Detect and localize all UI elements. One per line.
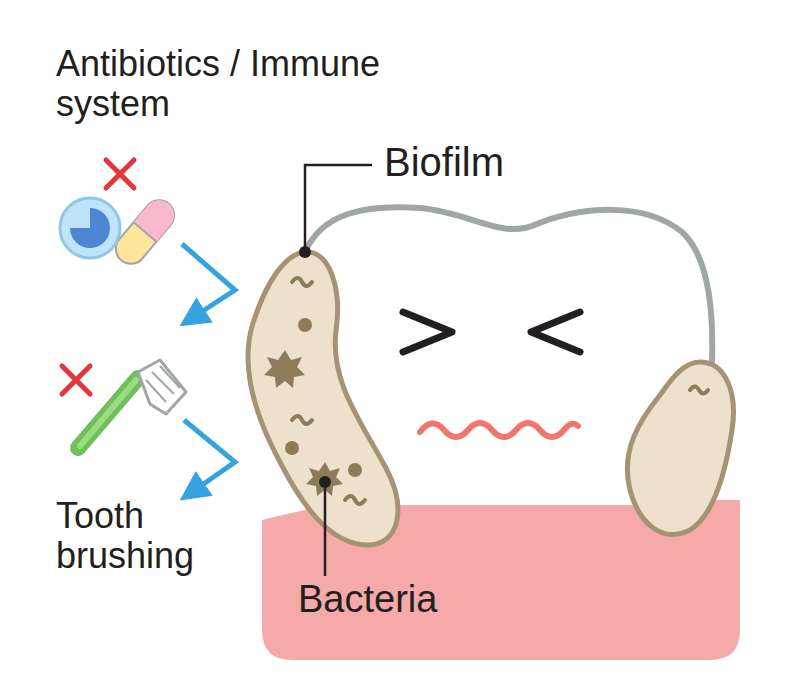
part-label: Bacteria [298,578,518,621]
toothbrush [78,360,186,448]
leader-line [305,165,372,252]
tooth-outline [305,207,712,362]
eye [403,312,452,352]
cross-mark [106,160,134,188]
leader-dot [319,476,331,488]
biofilm [248,252,398,545]
pill [60,198,120,258]
leader-dot [299,246,311,258]
arrow [184,420,235,492]
cross-mark [62,366,90,394]
pill [70,208,110,248]
heading-label: Tooth brushing [56,496,231,577]
arrow [182,244,235,318]
leader-line [324,482,327,576]
part-label: Biofilm [384,140,584,185]
mouth [420,423,578,437]
heading-label: Antibiotics / Immune system [56,44,386,125]
biofilm [627,362,733,534]
eye [531,312,580,352]
